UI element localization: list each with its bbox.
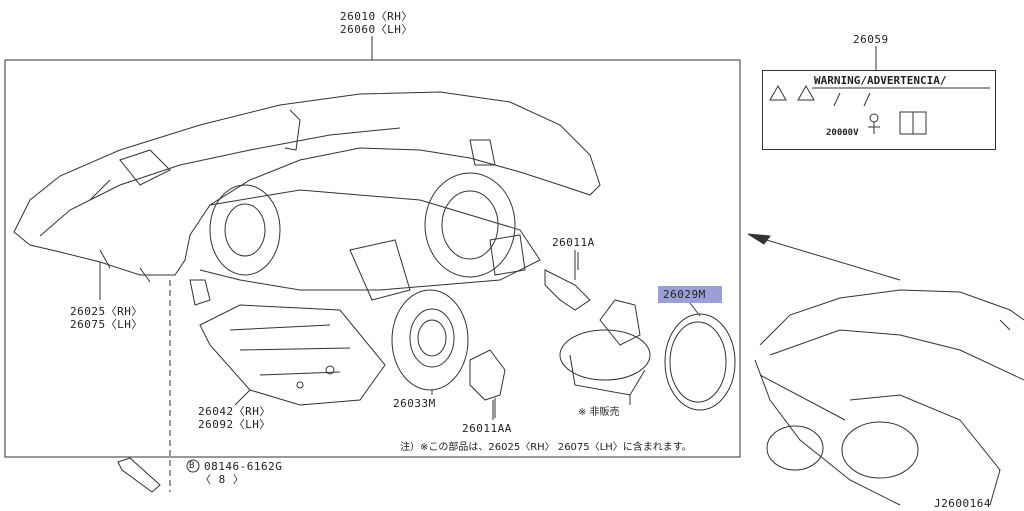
label-housing-rh[interactable]: 26025〈RH〉 xyxy=(70,305,143,318)
label-bolt-part[interactable]: 08146-6162G xyxy=(204,460,283,473)
arrow xyxy=(747,233,901,281)
dust-cap xyxy=(391,289,469,391)
label-bulb-aa[interactable]: 26011AA xyxy=(462,422,512,435)
socket-assembly xyxy=(559,299,651,405)
label-assembly-lh[interactable]: 26060〈LH〉 xyxy=(340,23,413,36)
warning-label-box xyxy=(762,70,996,150)
label-bracket-lh[interactable]: 26092〈LH〉 xyxy=(198,418,271,431)
warning-text: WARNING/ADVERTENCIA/ xyxy=(814,74,947,87)
label-cap[interactable]: 26033M xyxy=(393,397,436,410)
voltage-text: 20000V xyxy=(826,128,859,138)
label-bolt-qty: 〈 8 〉 xyxy=(200,473,245,486)
label-assembly-rh[interactable]: 26010〈RH〉 xyxy=(340,10,413,23)
bulb-a xyxy=(544,250,591,311)
footnote: 注）※この部品は、26025〈RH〉 26075〈LH〉に含まれます。 xyxy=(400,442,692,453)
label-cover[interactable]: 26029M xyxy=(663,288,706,301)
cover xyxy=(664,302,736,411)
headlamp-housing xyxy=(13,91,601,306)
label-bulb-a[interactable]: 26011A xyxy=(552,236,595,249)
diagram-id: J2600164 xyxy=(934,497,991,510)
warning-icons xyxy=(769,84,990,135)
label-not-sold: ※ 非販売 xyxy=(578,407,620,418)
lower-bracket xyxy=(199,304,386,406)
label-26059[interactable]: 26059 xyxy=(853,33,889,46)
highlight-box xyxy=(658,286,722,303)
vehicle-outline xyxy=(754,289,1024,506)
bolt-symbol: B xyxy=(189,461,195,471)
label-bracket-rh[interactable]: 26042〈RH〉 xyxy=(198,405,271,418)
label-housing-lh[interactable]: 26075〈LH〉 xyxy=(70,318,143,331)
bulb-aa xyxy=(469,349,506,418)
bolt xyxy=(117,457,200,493)
